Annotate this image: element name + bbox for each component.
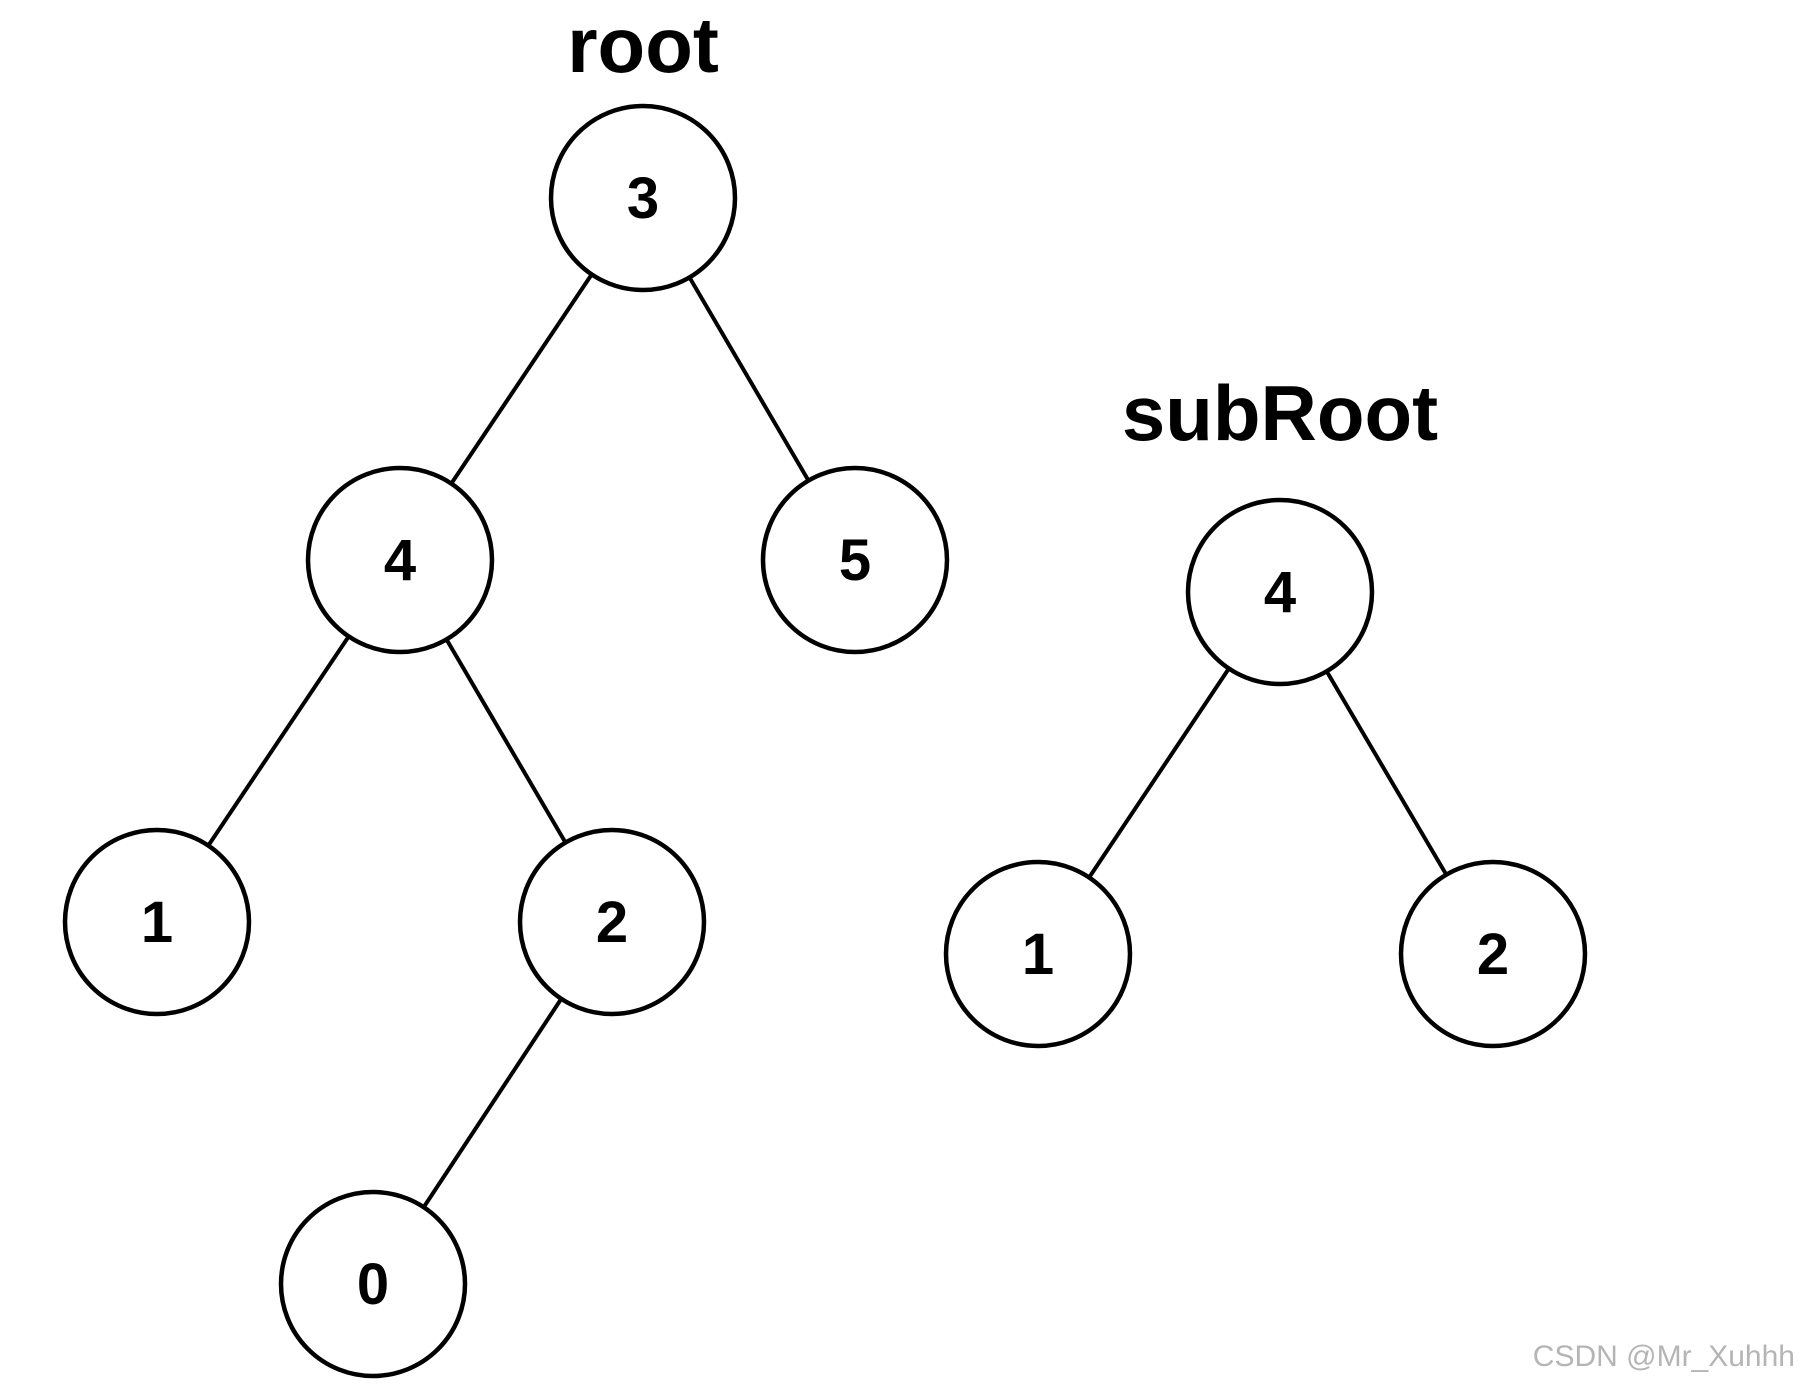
node-circle xyxy=(278,1189,468,1379)
tree-node: 1 xyxy=(62,827,252,1017)
edge-s4-s2 xyxy=(1324,670,1449,876)
node-circle xyxy=(305,465,495,655)
tree-node: 3 xyxy=(548,103,738,293)
node-label: 2 xyxy=(1477,922,1509,987)
node-label: 4 xyxy=(384,528,416,593)
tree-title: root xyxy=(567,1,719,89)
node-circle xyxy=(62,827,252,1017)
edge-r3-r4 xyxy=(449,273,594,485)
node-circle xyxy=(517,827,707,1017)
tree-node: 1 xyxy=(943,859,1133,1049)
tree-node: 4 xyxy=(305,465,495,655)
node-label: 1 xyxy=(1022,922,1054,987)
tree-node: 2 xyxy=(1398,859,1588,1049)
tree-node: 2 xyxy=(517,827,707,1017)
watermark: CSDN @Mr_Xuhhh xyxy=(1532,1340,1795,1373)
node-label: 4 xyxy=(1264,560,1296,625)
tree-node: 4 xyxy=(1185,497,1375,687)
node-label: 0 xyxy=(357,1252,389,1317)
node-label: 1 xyxy=(141,890,173,955)
edge-r2-r0 xyxy=(422,997,563,1209)
edge-r4-r2 xyxy=(444,638,568,844)
node-circle xyxy=(1185,497,1375,687)
node-label: 5 xyxy=(839,528,871,593)
node-circle xyxy=(943,859,1133,1049)
node-label: 2 xyxy=(596,890,628,955)
node-circle xyxy=(1398,859,1588,1049)
node-circle xyxy=(760,465,950,655)
edge-r4-r1 xyxy=(206,635,351,847)
tree-root: root 3 4 5 1 2 0 xyxy=(62,1,950,1379)
node-circle xyxy=(548,103,738,293)
tree-node: 5 xyxy=(760,465,950,655)
edge-r3-r5 xyxy=(687,276,811,482)
tree-subroot: subRoot 4 1 2 xyxy=(943,369,1588,1049)
node-label: 3 xyxy=(627,166,659,231)
tree-title: subRoot xyxy=(1122,369,1438,457)
tree-node: 0 xyxy=(278,1189,468,1379)
edge-s4-s1 xyxy=(1087,667,1231,879)
